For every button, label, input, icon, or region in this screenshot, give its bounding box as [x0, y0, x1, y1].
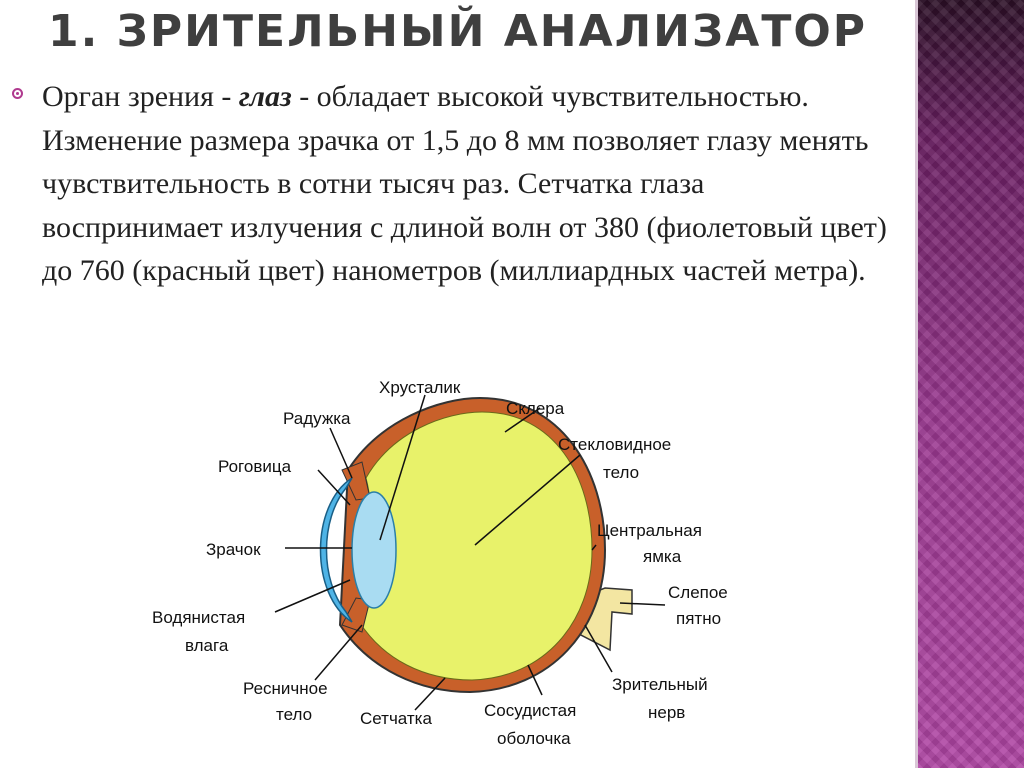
label-aqueous-2: влага [185, 636, 229, 655]
leader-fovea [591, 544, 597, 551]
label-optic-nerve-2: нерв [648, 703, 685, 722]
slide-title: 1. ЗРИТЕЛЬНЫЙ АНАЛИЗАТОР [48, 6, 867, 57]
leader-retina [414, 677, 446, 711]
body-paragraph: Орган зрения - глаз - обладает высокой ч… [12, 75, 892, 293]
label-iris: Радужка [283, 409, 351, 428]
label-choroid-1: Сосудистая [484, 701, 576, 720]
paragraph-emphasis: глаз [238, 80, 292, 113]
side-panel-edge [915, 0, 918, 768]
leader-choroid [527, 664, 543, 696]
label-blind-spot-1: Слепое [668, 583, 728, 602]
leader-ciliary [314, 624, 363, 681]
leader-iris [329, 427, 353, 479]
label-ciliary-2: тело [276, 705, 312, 724]
label-fovea-2: ямка [643, 547, 682, 566]
label-vitreous-2: тело [603, 463, 639, 482]
label-pupil: Зрачок [206, 540, 261, 559]
label-cornea: Роговица [218, 457, 292, 476]
paragraph-part-2: - обладает высокой чувствительностью. Из… [42, 80, 887, 287]
label-optic-nerve-1: Зрительный [612, 675, 708, 694]
label-sclera: Склера [506, 399, 565, 418]
label-ciliary-1: Ресничное [243, 679, 328, 698]
leader-sclera [504, 407, 541, 433]
label-fovea-1: Центральная [597, 521, 702, 540]
label-vitreous-1: Стекловидное [558, 435, 671, 454]
cornea [319, 477, 353, 623]
label-choroid-2: оболочка [497, 729, 571, 748]
leader-cornea [317, 469, 351, 506]
label-lens: Хрусталик [379, 378, 461, 397]
leader-blind-spot [619, 602, 666, 606]
bullet-icon [12, 88, 23, 99]
decorative-side-panel [915, 0, 1024, 768]
paragraph-part-1: Орган зрения - [42, 80, 239, 113]
label-retina: Сетчатка [360, 709, 432, 728]
crystalline-lens [351, 491, 397, 609]
label-aqueous-1: Водянистая [152, 608, 245, 627]
leader-aqueous [274, 579, 351, 613]
label-blind-spot-2: пятно [676, 609, 721, 628]
leader-lens [379, 394, 426, 541]
leader-vitreous [474, 454, 581, 546]
leader-optic-nerve [584, 624, 613, 673]
